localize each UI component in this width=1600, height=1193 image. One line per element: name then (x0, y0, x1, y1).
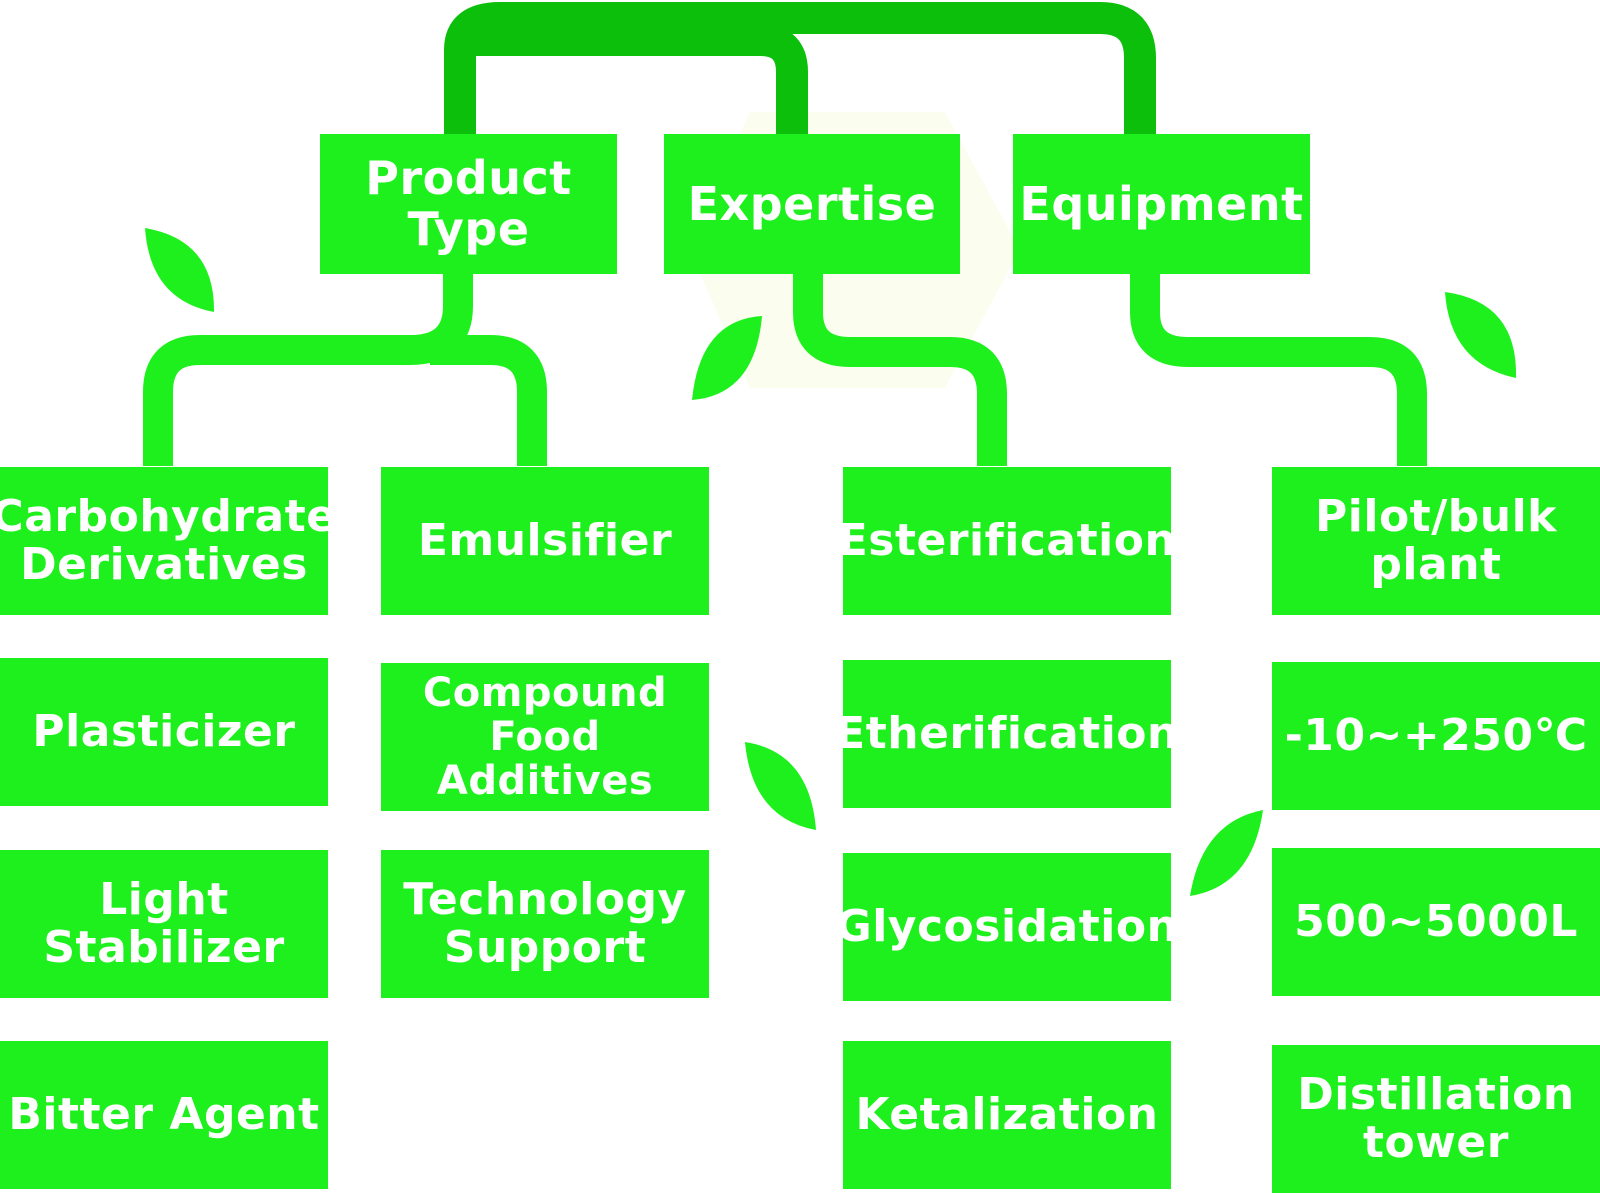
category-equipment: Equipment (1013, 134, 1310, 274)
category-product-type: Product Type (320, 134, 617, 274)
item-technology-support: Technology Support (381, 850, 709, 998)
leaf-icon (692, 316, 762, 400)
top-connector-middle (460, 24, 808, 135)
equipment-branch (1130, 268, 1427, 466)
expertise-branch (793, 268, 1007, 466)
item-ketalization: Ketalization (843, 1041, 1171, 1189)
item-esterification: Esterification (838, 467, 1176, 615)
leaf-icon (1445, 292, 1517, 378)
item-glycosidation: Glycosidation (836, 853, 1178, 1001)
item-distillation-tower: Distillation tower (1272, 1045, 1600, 1193)
product-type-branch (143, 268, 473, 466)
item-light-stabilizer: Light Stabilizer (0, 850, 328, 998)
item-emulsifier: Emulsifier (381, 467, 709, 615)
product-type-branch-right (430, 335, 547, 466)
item-plasticizer: Plasticizer (0, 658, 328, 806)
item-temperature-range: -10~+250℃ (1272, 662, 1600, 810)
leaf-icon (1190, 810, 1263, 896)
item-bitter-agent: Bitter Agent (0, 1041, 328, 1189)
item-volume-range: 500~5000L (1272, 848, 1600, 996)
item-carbohydrate-derivatives: Carbohydrate Derivatives (0, 467, 336, 615)
item-compound-food-additives: Compound Food Additives (381, 663, 709, 811)
item-etherification: Etherification (835, 660, 1178, 808)
leaf-icon (745, 742, 816, 830)
leaf-icon (145, 228, 215, 312)
item-pilot-bulk-plant: Pilot/bulk plant (1272, 467, 1600, 615)
category-expertise: Expertise (664, 134, 960, 274)
